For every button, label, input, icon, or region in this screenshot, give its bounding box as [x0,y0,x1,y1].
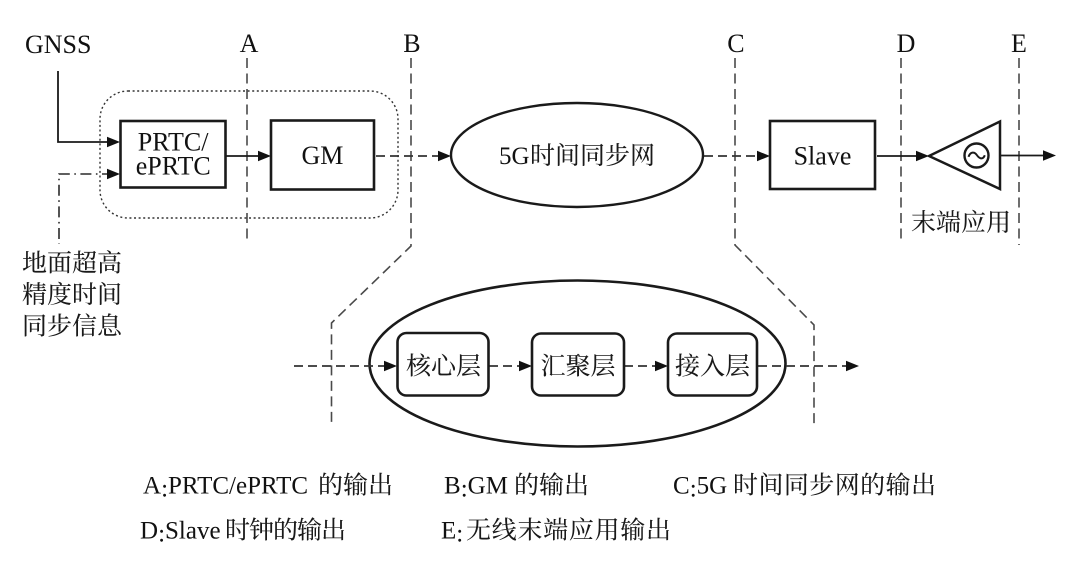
svg-text:B: B [403,29,420,58]
svg-text:PRTC/: PRTC/ [138,128,209,157]
svg-text:GM: GM [302,141,344,170]
svg-text:5G: 5G [499,143,530,170]
svg-text:A:PRTC/ePRTC: A:PRTC/ePRTC [143,473,308,503]
svg-text:Slave: Slave [794,142,852,171]
svg-text:D: D [897,29,916,58]
svg-text:C: C [727,29,744,58]
svg-text:GNSS: GNSS [25,30,91,59]
svg-text:E: E [1011,29,1027,58]
svg-text:ePRTC: ePRTC [136,152,211,181]
svg-text:E:: E: [441,518,463,548]
svg-text:A: A [240,29,259,58]
svg-text:D:Slave: D:Slave [140,518,221,548]
svg-text:B:GM: B:GM [444,473,508,503]
svg-text:C:5G: C:5G [673,473,727,503]
